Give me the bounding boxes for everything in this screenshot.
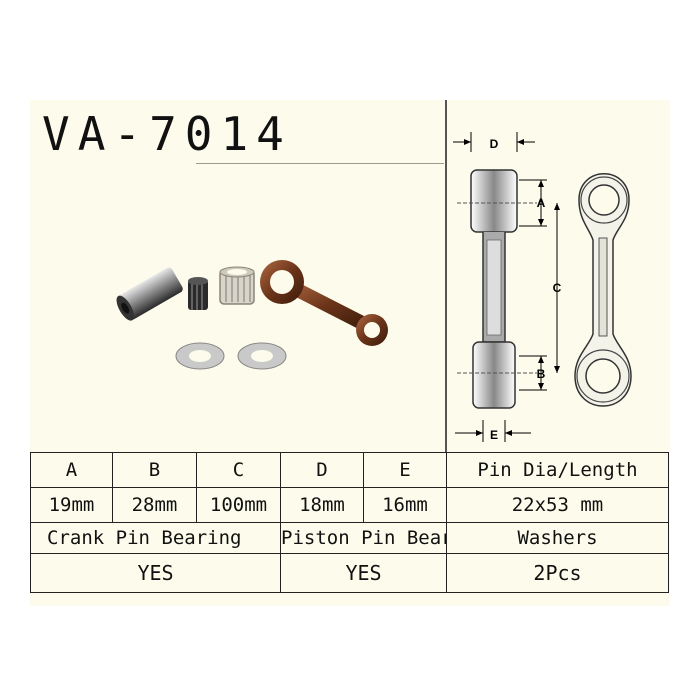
value-c: 100mm (196, 487, 281, 523)
crank-pin (116, 267, 183, 321)
value-pin: 22x53 mm (446, 487, 669, 523)
washer-right (237, 342, 287, 370)
header-c: C (196, 452, 281, 488)
label-a: A (537, 196, 546, 210)
spec-value-row: 19mm 28mm 100mm 18mm 16mm 22x53 mm (30, 487, 669, 523)
header-e: E (363, 452, 447, 488)
feature-header-row: Crank Pin Bearing Piston Pin Bearing Was… (30, 522, 669, 554)
value-crank-pin-bearing: YES (30, 553, 281, 593)
title-divider (196, 163, 444, 164)
dimension-diagram: D A C B E (453, 132, 632, 442)
label-c: C (553, 281, 562, 295)
header-crank-pin-bearing: Crank Pin Bearing (30, 522, 281, 554)
value-d: 18mm (280, 487, 364, 523)
dimension-d (453, 132, 535, 152)
header-b: B (112, 452, 197, 488)
value-e: 16mm (363, 487, 447, 523)
dimension-c (554, 203, 560, 373)
spec-table: A B C D E Pin Dia/Length 19mm 28mm 100mm… (30, 452, 669, 593)
washer-left (175, 342, 225, 370)
piston-pin-bearing (188, 277, 208, 310)
dimension-b (519, 355, 547, 391)
header-piston-pin-bearing: Piston Pin Bearing (280, 522, 447, 554)
product-title: VA-7014 (42, 107, 292, 161)
spec-header-row: A B C D E Pin Dia/Length (30, 452, 669, 488)
value-piston-pin-bearing: YES (280, 553, 447, 593)
label-d: D (490, 137, 499, 151)
header-a: A (30, 452, 113, 488)
value-b: 28mm (112, 487, 197, 523)
connecting-rod (260, 260, 388, 346)
crank-pin-bearing (219, 266, 255, 305)
rod-side-view (457, 169, 537, 409)
feature-value-row: YES YES 2Pcs (30, 553, 669, 593)
header-pin: Pin Dia/Length (446, 452, 669, 488)
value-washers: 2Pcs (446, 553, 669, 593)
dimension-e (455, 420, 531, 442)
label-e: E (490, 428, 498, 442)
vertical-divider (445, 100, 447, 452)
header-d: D (280, 452, 364, 488)
value-a: 19mm (30, 487, 113, 523)
header-washers: Washers (446, 522, 669, 554)
dimension-a (519, 179, 547, 227)
label-b: B (537, 367, 546, 381)
rod-front-view (574, 173, 632, 407)
product-photo (116, 260, 388, 370)
